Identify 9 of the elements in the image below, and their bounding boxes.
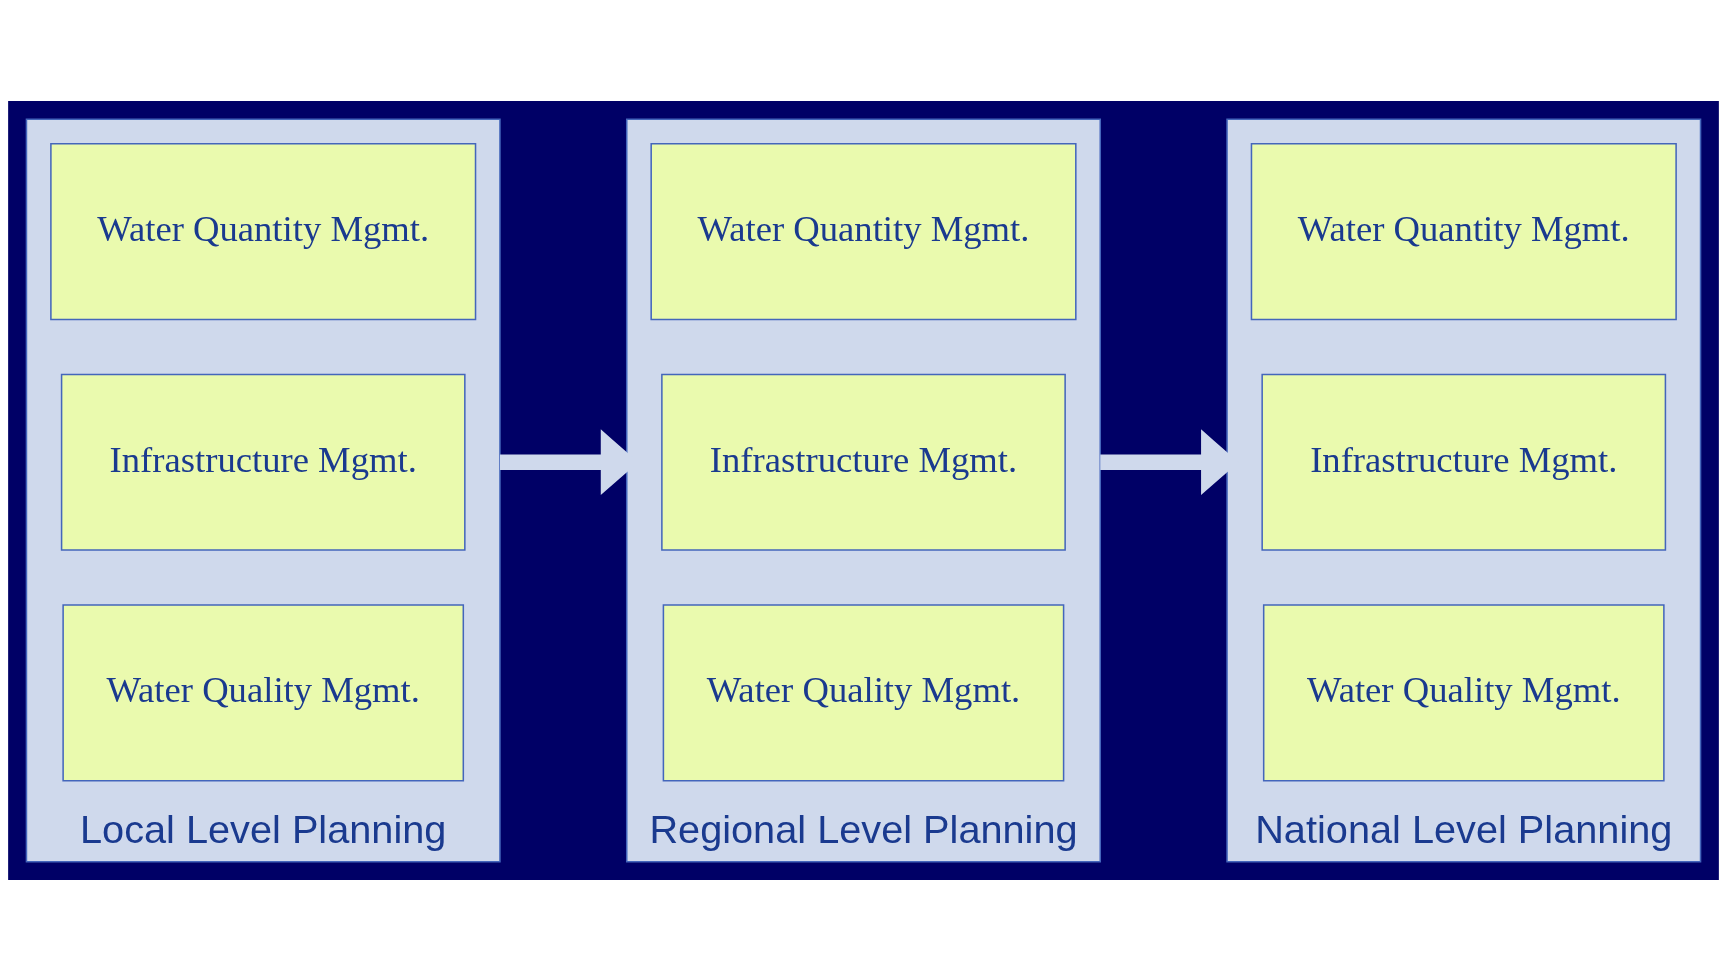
node-box: Water Quality Mgmt. <box>1262 603 1665 781</box>
node-box: Water Quantity Mgmt. <box>650 142 1077 320</box>
node-box: Water Quality Mgmt. <box>62 603 465 781</box>
node-box: Water Quantity Mgmt. <box>1250 142 1677 320</box>
node-box: Water Quality Mgmt. <box>662 603 1065 781</box>
node-box: Infrastructure Mgmt. <box>1261 373 1667 551</box>
node-box: Infrastructure Mgmt. <box>60 373 466 551</box>
node-box: Water Quantity Mgmt. <box>50 142 477 320</box>
node-box: Infrastructure Mgmt. <box>661 373 1066 551</box>
